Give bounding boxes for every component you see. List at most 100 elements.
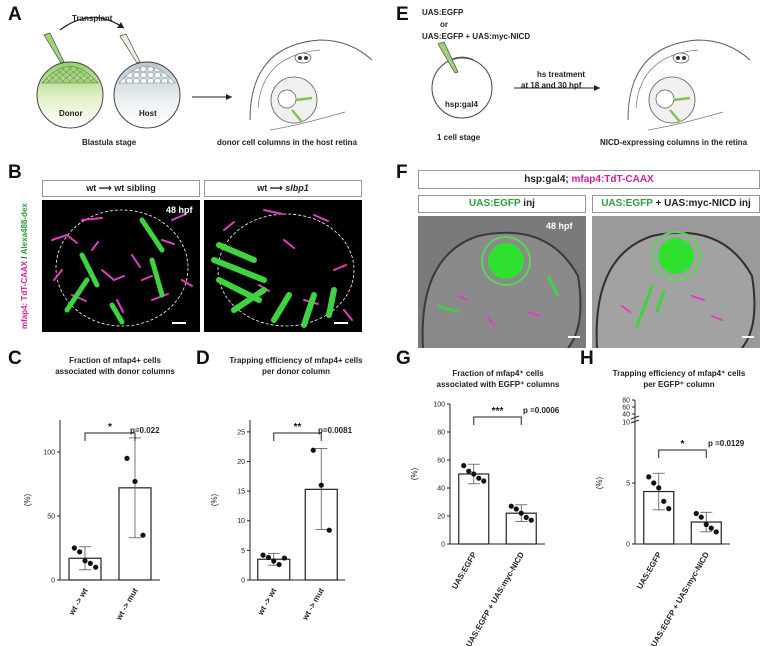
- y-tick-upper-label: 80: [622, 398, 630, 405]
- header-black: hsp:gal4;: [524, 174, 572, 185]
- data-point: [651, 480, 657, 486]
- category-label: wt -> wt: [67, 586, 90, 617]
- y-tick-label: 25: [237, 429, 245, 436]
- data-point: [703, 521, 709, 528]
- hs-treatment-label: hs treatment: [537, 70, 586, 79]
- panel-letter-d: D: [196, 348, 210, 369]
- significance-bracket: [658, 449, 707, 458]
- data-point: [326, 527, 332, 533]
- panel-a-result-label: donor cell columns in the host retina: [217, 138, 358, 147]
- condition-slbp1-header: wt ⟶ slbp1: [204, 180, 362, 197]
- significance-bracket: [473, 416, 522, 425]
- category-label: UAS:EGFP: [635, 550, 664, 591]
- donor-label: Donor: [59, 109, 83, 118]
- data-point: [310, 447, 316, 453]
- data-point: [471, 471, 477, 477]
- significance-stars: ***: [492, 406, 504, 417]
- header-egfp-green: UAS:EGFP: [469, 198, 521, 209]
- y-tick-label: 60: [437, 458, 445, 465]
- micrograph-slbp1: [204, 200, 362, 332]
- data-point: [132, 478, 138, 485]
- data-point: [466, 468, 472, 474]
- significance-stars: *: [108, 422, 112, 433]
- data-point: [87, 560, 93, 566]
- category-label: wt -> mut: [300, 586, 326, 622]
- data-point: [77, 549, 83, 555]
- panel-letter-h: H: [580, 348, 594, 369]
- y-tick-label: 20: [237, 459, 245, 466]
- data-point: [140, 532, 146, 538]
- data-point: [666, 506, 672, 512]
- panel-letter-c: C: [8, 348, 22, 369]
- header-nicd-rest: + UAS:myc-NICD inj: [652, 198, 751, 209]
- data-point: [71, 545, 77, 551]
- transplant-label: Transplant: [72, 14, 113, 23]
- panel-b-side-label: mfap4: TdT-CAAX / Alexa488-dex: [20, 200, 34, 332]
- category-label: UAS:EGFP + UAS:myc-NICD: [464, 550, 526, 646]
- y-tick-label: 5: [241, 548, 245, 555]
- one-cell-stage-label: 1 cell stage: [437, 133, 481, 142]
- panel-a-schematic: [36, 16, 373, 131]
- panel-letter-a: A: [8, 4, 22, 25]
- p-value-label: p =0.0006: [523, 406, 560, 415]
- data-point: [713, 529, 719, 535]
- data-point: [481, 478, 487, 484]
- data-point: [523, 514, 529, 520]
- or-label: or: [440, 20, 448, 29]
- timepoint-48hpf-f-label: 48 hpf: [546, 221, 573, 231]
- data-point: [82, 558, 88, 564]
- category-label: UAS:EGFP + UAS:myc-NICD: [649, 550, 711, 646]
- data-point: [281, 555, 288, 561]
- hsp-gal4-embryo-label: hsp:gal4: [445, 100, 478, 109]
- condition-wt-sibling-header: wt ⟶ wt sibling: [42, 180, 200, 197]
- data-point: [646, 474, 652, 480]
- y-tick-label: 20: [437, 514, 445, 521]
- y-tick-upper-label: 60: [622, 405, 630, 412]
- header-nicd-green: UAS:EGFP: [601, 198, 653, 209]
- data-point: [318, 482, 324, 488]
- category-label: UAS:EGFP: [450, 550, 479, 591]
- y-tick-label: 100: [43, 450, 55, 457]
- header-magenta: mfap4:TdT-CAAX: [571, 174, 654, 185]
- construct-egfp-label: UAS:EGFP: [422, 8, 464, 17]
- host-genotype-right: slbp1: [285, 183, 309, 193]
- data-point: [661, 498, 667, 504]
- axis-break-mark: [630, 415, 640, 420]
- panel-letter-e: E: [396, 4, 409, 25]
- y-tick-label: 10: [622, 420, 630, 427]
- y-tick-label: 0: [241, 578, 245, 585]
- significance-bracket: [273, 432, 322, 441]
- data-point: [708, 525, 714, 531]
- condition-egfp-header: UAS:EGFP inj: [418, 195, 586, 213]
- host-genotype-left: wt sibling: [114, 183, 156, 193]
- p-value-label: p=0.0081: [318, 426, 353, 435]
- data-point: [693, 510, 699, 517]
- axis-break-mark: [630, 419, 640, 424]
- micrograph-nicd: [592, 216, 760, 348]
- data-point: [528, 517, 534, 523]
- panel-letter-b: B: [8, 162, 22, 183]
- y-axis-label: (%): [210, 493, 219, 506]
- data-point: [93, 564, 99, 570]
- side-label-green: Alexa488-dex: [20, 203, 29, 255]
- y-tick-label: 50: [47, 514, 55, 521]
- panel-letter-f: F: [396, 162, 408, 183]
- category-label: wt -> wt: [255, 586, 278, 617]
- host-label: Host: [139, 109, 157, 118]
- timepoint-48hpf-label: 48 hpf: [166, 205, 193, 215]
- chart-g-title: Fraction of mfap4⁺ cells associated with…: [436, 369, 560, 389]
- y-tick-label: 0: [51, 578, 55, 585]
- y-tick-label: 0: [441, 542, 445, 549]
- condition-nicd-header: UAS:EGFP + UAS:myc-NICD inj: [592, 195, 760, 213]
- y-axis-label: (%): [23, 493, 32, 506]
- significance-bracket: [84, 432, 136, 441]
- arrow-right-icon: ⟶: [98, 183, 112, 193]
- side-label-magenta: mfap4: TdT-CAAX: [20, 260, 29, 329]
- data-point: [124, 455, 130, 461]
- hs-treatment-times-label: at 18 and 30 hpf: [521, 81, 582, 90]
- y-tick-label: 80: [437, 430, 445, 437]
